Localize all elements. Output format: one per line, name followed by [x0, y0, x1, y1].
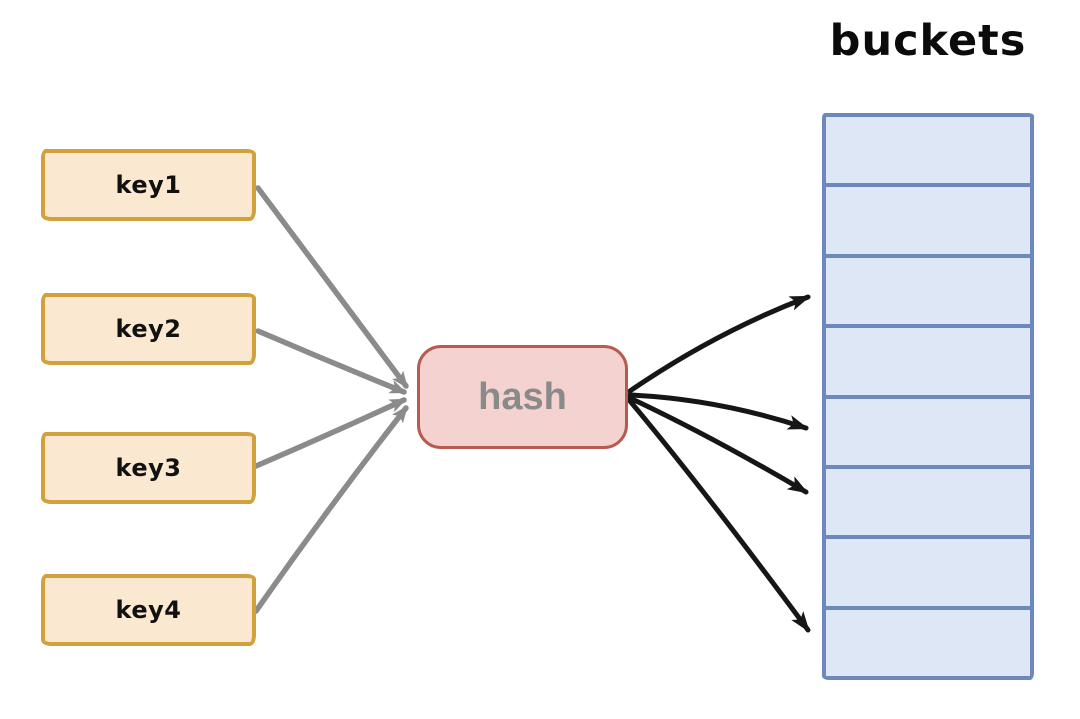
key3-label: key3	[115, 454, 182, 482]
buckets-column	[822, 113, 1034, 680]
bucket-cell-1	[826, 117, 1030, 188]
key1-box: key1	[41, 149, 256, 221]
arrow-hash-to-bucket-5	[627, 392, 809, 431]
bucket-cell-5	[826, 398, 1030, 469]
key2-box: key2	[41, 293, 256, 365]
key2-label: key2	[115, 315, 182, 343]
arrow-hash-to-bucket-3	[627, 294, 811, 394]
key4-label: key4	[115, 596, 182, 624]
bucket-cell-6	[826, 468, 1030, 540]
key3-box: key3	[41, 432, 256, 504]
arrow-key1-to-hash	[255, 185, 409, 389]
bucket-cell-3	[826, 257, 1030, 329]
arrow-key2-to-hash	[255, 328, 407, 395]
arrow-hash-to-bucket-6	[627, 395, 809, 495]
arrow-key4-to-hash	[253, 405, 409, 614]
key4-box: key4	[41, 574, 256, 646]
arrow-hash-to-bucket-8	[627, 398, 811, 633]
hash-label: hash	[478, 375, 567, 418]
key1-label: key1	[115, 171, 182, 199]
bucket-cell-4	[826, 328, 1030, 399]
bucket-cell-8	[826, 609, 1030, 676]
bucket-cell-7	[826, 539, 1030, 610]
hash-function-box: hash	[417, 345, 628, 449]
bucket-cell-2	[826, 187, 1030, 258]
buckets-title: buckets	[829, 16, 1027, 66]
arrow-key3-to-hash	[253, 397, 407, 469]
